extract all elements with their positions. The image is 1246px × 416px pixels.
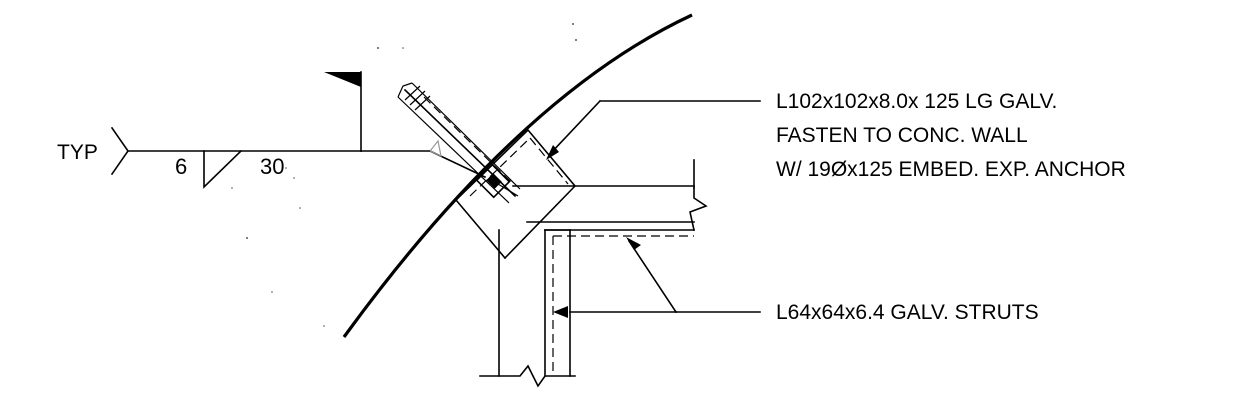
weld-tail-note: TYP	[57, 141, 98, 164]
vertical-strut	[479, 229, 576, 388]
angle-callout-line-2: FASTEN TO CONC. WALL	[776, 124, 1028, 147]
leader-strut	[553, 237, 761, 318]
concrete-wall-curve	[342, 13, 693, 338]
strut-callout: L64x64x6.4 GALV. STRUTS	[776, 301, 1039, 324]
angle-callout-line-1: L102x102x8.0x 125 LG GALV.	[776, 90, 1057, 113]
weld-symbol	[110, 71, 487, 189]
leader-angle	[546, 99, 761, 160]
weld-arrowhead	[429, 139, 442, 158]
angle-callout-line-3: W/ 19Øx125 EMBED. EXP. ANCHOR	[776, 158, 1126, 181]
fillet-weld-icon	[203, 149, 243, 189]
weld-tail	[110, 126, 129, 176]
weld-length-label: 30	[260, 154, 284, 179]
anchor-bolt	[397, 82, 521, 204]
drawing-specks	[231, 23, 577, 327]
field-weld-flag-icon	[324, 72, 361, 87]
horizontal-strut	[512, 159, 708, 237]
fillet-size-label: 6	[175, 154, 187, 179]
